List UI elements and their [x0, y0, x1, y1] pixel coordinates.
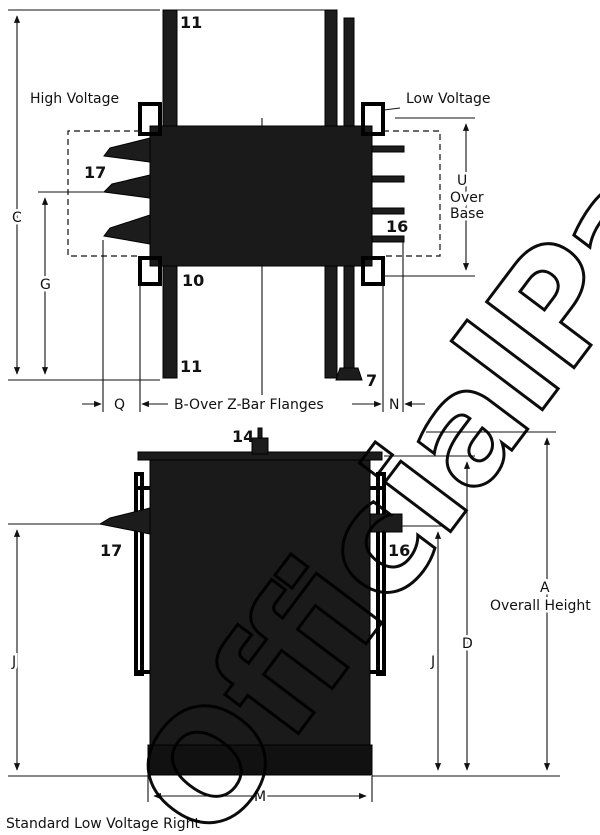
top-view-dimensions: [8, 9, 475, 412]
z-bar-flanges: [138, 102, 385, 286]
callout-10: 10: [182, 271, 204, 290]
dim-m-label: M: [254, 789, 266, 805]
side-lv-bushing: [369, 513, 403, 533]
dim-u-over-label: Over: [450, 190, 484, 206]
dim-u-base-label: Base: [450, 206, 484, 222]
tank-base: [147, 744, 373, 776]
dim-n-label: N: [389, 397, 399, 413]
base-outline: [67, 130, 441, 257]
low-voltage-bushings: [371, 145, 405, 243]
low-voltage-label: Low Voltage: [406, 91, 491, 107]
dim-u-label: U: [457, 173, 467, 189]
high-voltage-label: High Voltage: [30, 91, 119, 107]
side-view: 14 17 16 J J D A Overall Height M: [8, 427, 594, 808]
tank-body: [149, 118, 373, 267]
dim-j-right-label: J: [430, 654, 435, 670]
dim-d-label: D: [462, 636, 473, 652]
side-brackets: [134, 472, 386, 676]
callout-11-top: 11: [180, 13, 202, 32]
side-callout-17: 17: [100, 541, 122, 560]
callout-14: 14: [232, 427, 254, 446]
side-hv-bushing: [98, 507, 151, 535]
top-view: High Voltage Low Voltage C G U Over Base…: [8, 9, 491, 416]
side-callout-16: 16: [388, 541, 410, 560]
callout-11-bottom: 11: [180, 357, 202, 376]
dim-a-label: A: [540, 580, 550, 596]
side-tank-body: [149, 459, 371, 773]
high-voltage-bushings: [102, 137, 151, 245]
dim-b-label: B-Over Z-Bar Flanges: [174, 397, 324, 413]
side-view-dimensions: [8, 431, 560, 802]
dim-a-desc: Overall Height: [490, 598, 591, 614]
dim-c-label: C: [12, 210, 22, 226]
callout-17: 17: [84, 163, 106, 182]
callout-7: 7: [366, 371, 377, 390]
dim-q-label: Q: [114, 397, 125, 413]
dim-g-label: G: [40, 277, 51, 293]
callout-16: 16: [386, 217, 408, 236]
drawing-caption: Standard Low Voltage Right: [6, 816, 201, 832]
cover-fitting: [251, 427, 269, 455]
dim-j-left-label: J: [11, 654, 16, 670]
